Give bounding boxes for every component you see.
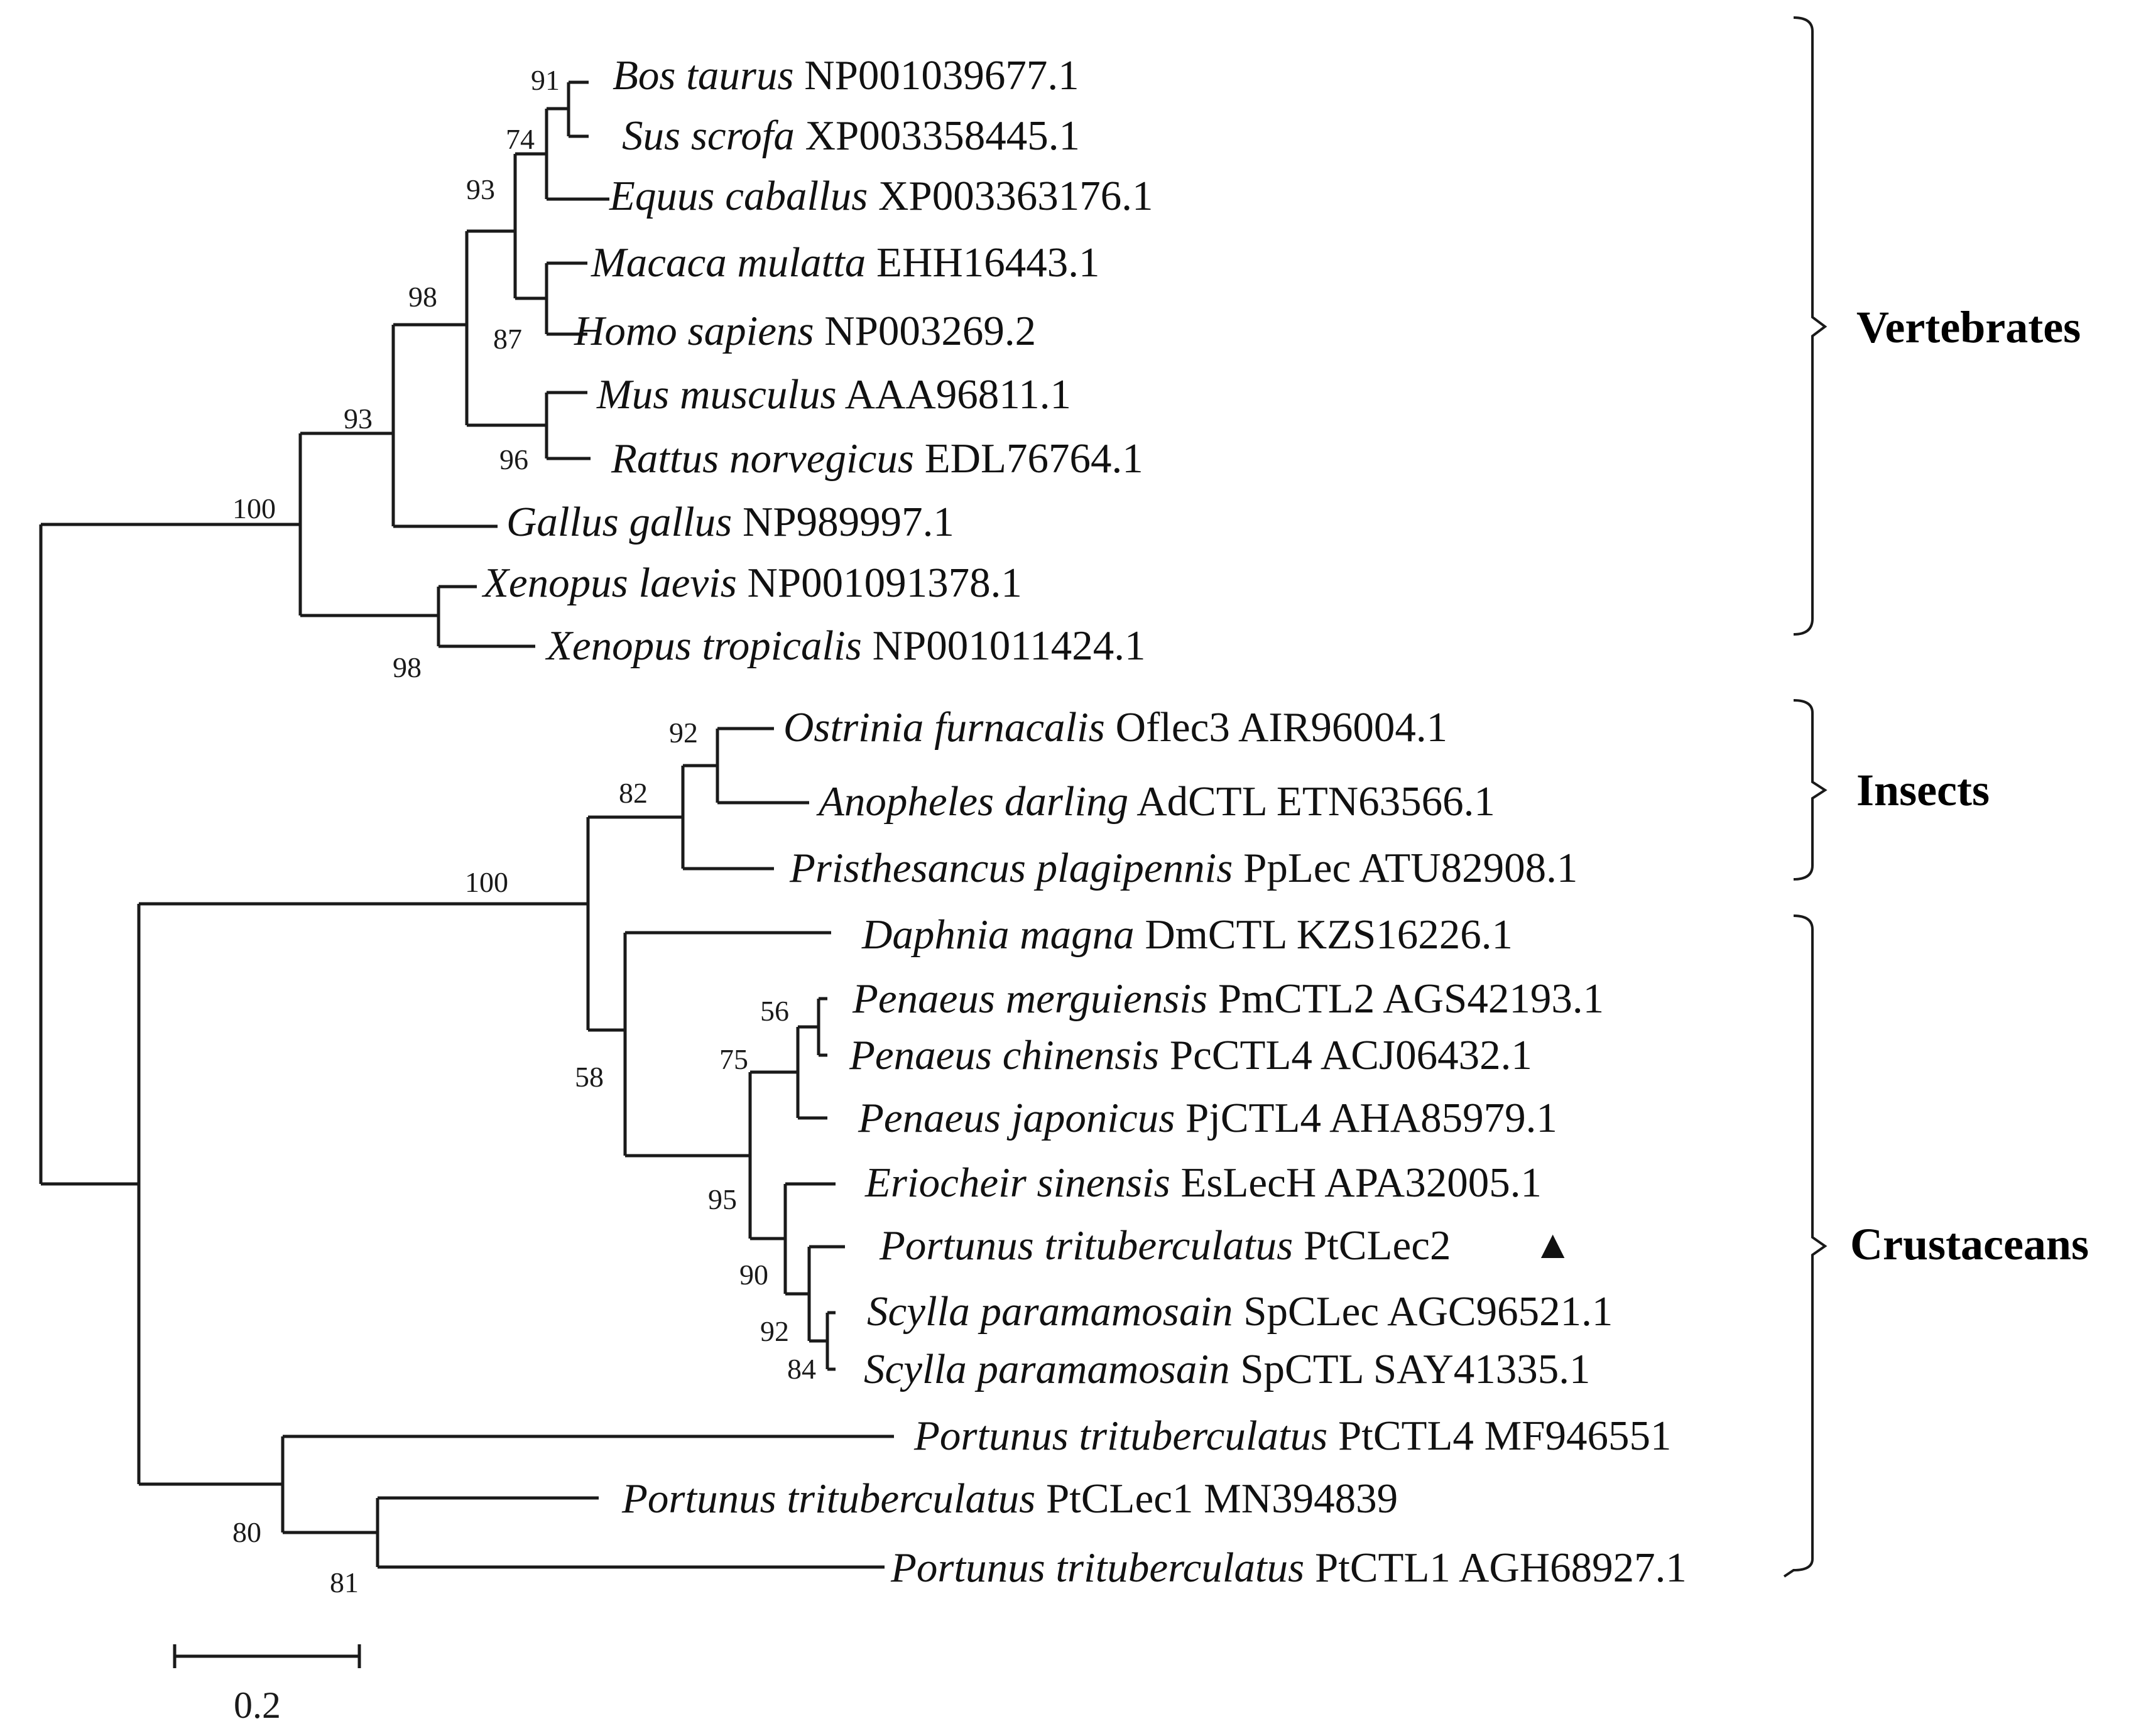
bootstrap-value: 91 <box>531 64 560 96</box>
scale-bar-label: 0.2 <box>234 1684 281 1726</box>
leaf-label: Anopheles darling AdCTL ETN63566.1 <box>816 778 1495 825</box>
group-brackets: Vertebrates Insects Crustaceans <box>1783 16 2089 1578</box>
bootstrap-labels: 91 74 93 87 98 96 93 100 98 92 82 100 56… <box>232 64 816 1598</box>
leaf-label: Macaca mulatta EHH16443.1 <box>591 239 1099 286</box>
leaf-label: Bos taurus NP001039677.1 <box>613 52 1079 99</box>
group-label-vertebrates: Vertebrates <box>1856 302 2081 352</box>
bootstrap-value: 74 <box>506 123 535 155</box>
bootstrap-value: 100 <box>465 866 508 898</box>
leaf-label: Scylla paramamosain SpCLec AGC96521.1 <box>867 1288 1613 1335</box>
group-label-crustaceans: Crustaceans <box>1850 1219 2089 1269</box>
leaf-label: Penaeus merguiensis PmCTL2 AGS42193.1 <box>852 975 1604 1022</box>
bootstrap-value: 81 <box>330 1566 359 1598</box>
group-label-insects: Insects <box>1856 765 1990 815</box>
branch-insects-node <box>681 764 774 871</box>
leaf-labels: Bos taurus NP001039677.1 Sus scrofa XP00… <box>481 52 1687 1591</box>
bootstrap-value: 92 <box>760 1315 789 1347</box>
leaf-label: Daphnia magna DmCTL KZS16226.1 <box>861 911 1513 958</box>
bootstrap-value: 80 <box>232 1516 261 1548</box>
bootstrap-value: 75 <box>719 1043 748 1075</box>
bootstrap-value: 98 <box>393 651 422 683</box>
bootstrap-value: 92 <box>669 717 698 749</box>
branch-bos-sus <box>567 80 589 138</box>
bracket-insects <box>1793 699 1828 881</box>
leaf-label: Sus scrofa XP003358445.1 <box>622 112 1080 159</box>
leaf-label: Portunus trituberculatus PtCLec2 <box>879 1222 1451 1269</box>
branch-mammals-node <box>465 229 547 427</box>
leaf-label: Gallus gallus NP989997.1 <box>506 499 954 545</box>
bracket-crustaceans <box>1783 914 1828 1578</box>
leaf-label: Portunus trituberculatus PtCTL1 AGH68927… <box>890 1544 1687 1591</box>
branch-amniotes-node <box>391 323 498 528</box>
bootstrap-value: 82 <box>619 777 648 809</box>
branch-equus-node <box>545 107 609 201</box>
bootstrap-value: 100 <box>232 492 276 524</box>
leaf-label: Penaeus japonicus PjCTL4 AHA85979.1 <box>858 1095 1557 1141</box>
leaf-label: Eriocheir sinensis EsLecH APA32005.1 <box>864 1159 1542 1206</box>
bootstrap-value: 93 <box>344 403 373 435</box>
leaf-label: Homo sapiens NP003269.2 <box>574 308 1036 354</box>
leaf-label: Rattus norvegicus EDL76764.1 <box>611 435 1143 482</box>
leaf-label: Ostrinia furnacalis Oflec3 AIR96004.1 <box>783 704 1447 751</box>
bootstrap-value: 87 <box>493 323 522 355</box>
leaf-label: Portunus trituberculatus PtCTL4 MF946551 <box>913 1413 1672 1459</box>
branch-tetrapods-node <box>298 431 439 617</box>
leaf-label: Xenopus tropicalis NP001011424.1 <box>545 622 1146 669</box>
branch-arthropods-node <box>586 815 683 1032</box>
branch-penaeus-node <box>796 1025 827 1120</box>
scale-bar: 0.2 <box>173 1644 361 1726</box>
branch-mus-rattus <box>545 391 591 460</box>
branch-penaeus-pm-pc <box>817 997 827 1057</box>
scale-bar-line <box>173 1644 361 1668</box>
bootstrap-value: 98 <box>408 281 437 313</box>
bracket-vertebrates <box>1793 16 1828 636</box>
leaf-label: Equus caballus XP003363176.1 <box>609 173 1153 219</box>
bootstrap-value: 96 <box>499 443 528 475</box>
branch-invertebrates-node <box>137 902 588 1486</box>
bootstrap-value: 58 <box>575 1061 604 1093</box>
leaf-label: Portunus trituberculatus PtCLec1 MN39483… <box>621 1475 1398 1522</box>
branch-daphnia-node <box>623 931 831 1158</box>
leaf-label: Penaeus chinensis PcCTL4 ACJ06432.1 <box>849 1032 1532 1078</box>
branch-root <box>39 523 300 1186</box>
leaf-label: Pristhesancus plagipennis PpLec ATU82908… <box>789 845 1577 891</box>
triangle-marker-icon: ▲ <box>1533 1222 1572 1267</box>
leaf-label: Xenopus laevis NP001091378.1 <box>481 560 1022 606</box>
branch-scylla <box>825 1311 836 1371</box>
branch-decapod-node <box>748 1070 798 1240</box>
bootstrap-value: 95 <box>708 1183 737 1215</box>
leaf-label: Mus musculus AAA96811.1 <box>596 371 1071 418</box>
bootstrap-value: 90 <box>739 1259 768 1291</box>
leaf-label: Scylla paramamosain SpCTL SAY41335.1 <box>864 1346 1590 1392</box>
bootstrap-value: 84 <box>787 1353 816 1385</box>
bootstrap-value: 56 <box>760 995 789 1027</box>
branch-primates-node <box>513 152 547 300</box>
bootstrap-value: 93 <box>466 173 495 205</box>
tree-branches <box>39 80 894 1569</box>
